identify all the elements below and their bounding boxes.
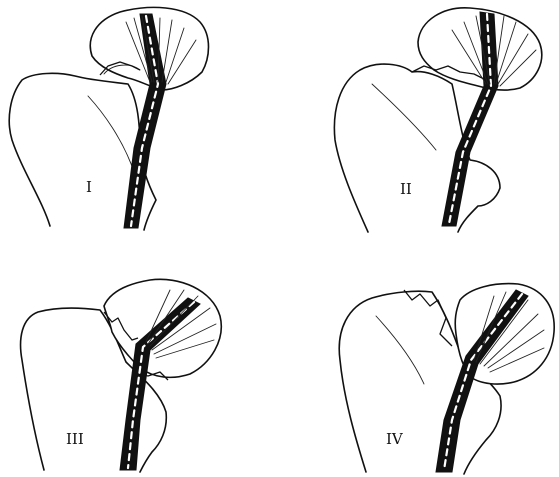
panel-iii: III (21, 279, 222, 472)
femur-outline (334, 64, 500, 232)
panel-label: II (400, 180, 412, 198)
panel-label: I (86, 178, 92, 196)
panel-label: IV (386, 430, 404, 448)
panel-label: III (66, 430, 84, 448)
panel-i: I (9, 7, 208, 230)
panel-iv: IV (339, 284, 554, 474)
panel-ii: II (334, 8, 541, 232)
